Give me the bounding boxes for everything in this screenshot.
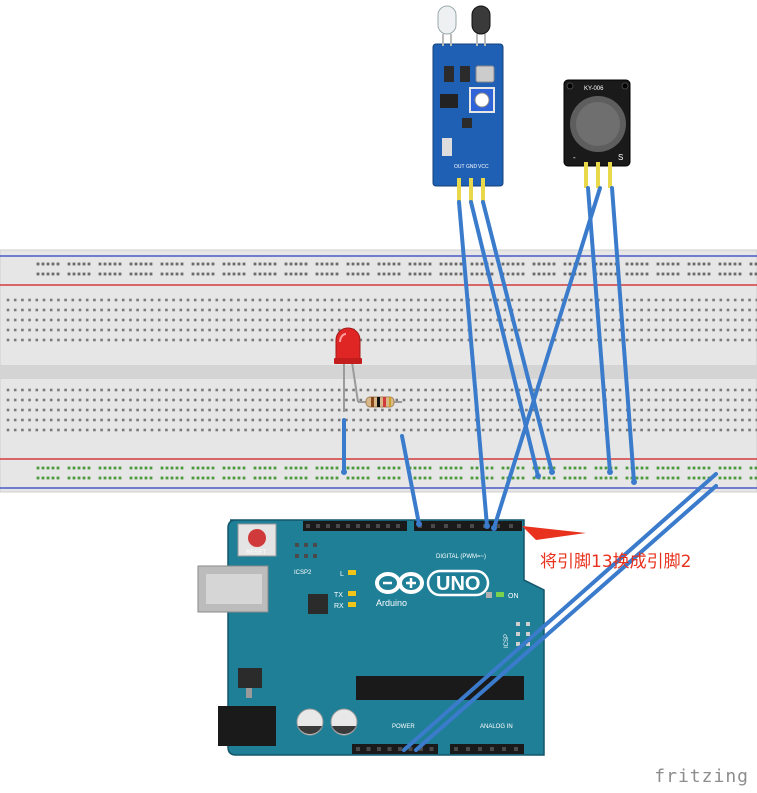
power-header <box>352 744 438 754</box>
digital-label: DIGITAL (PWM=~) <box>436 554 486 560</box>
power-label: POWER <box>392 724 415 730</box>
led-component <box>334 327 362 412</box>
digital-header-left <box>303 521 407 531</box>
ir-receiver-icon <box>471 5 491 35</box>
icsp-header <box>516 622 530 646</box>
buzzer-module: KY-006 - S <box>563 79 631 188</box>
arduino-logo-icon <box>375 572 424 594</box>
annotation-text: 将引脚13换成引脚2 <box>540 552 692 572</box>
icsp2-label: ICSP2 <box>294 570 312 576</box>
wire-ir-gnd <box>469 200 540 478</box>
icsp2-header <box>295 543 317 558</box>
wire-ir-vcc <box>481 200 554 474</box>
analog-header <box>450 744 524 754</box>
led-rx-label: RX <box>334 603 344 610</box>
analog-label: ANALOG IN <box>480 724 513 730</box>
center-channel <box>0 365 757 379</box>
wire-ends <box>341 469 637 531</box>
buzzer-model-text: KY-006 <box>584 86 604 92</box>
buzzer-pin-label-minus: - <box>573 153 576 162</box>
ir-pin-label-vcc: VCC <box>478 164 489 170</box>
breadboard <box>0 249 757 493</box>
wire-rail-gnd-arduino <box>402 472 718 752</box>
wire-resistor-pin13 <box>400 434 421 526</box>
ir-pin-vcc <box>481 178 485 202</box>
ir-emitter-icon <box>437 5 457 35</box>
arduino-uno-board: RESET ICSP2 DIGITAL (PWM=~) L TX RX UNO … <box>197 519 545 756</box>
wire-buzzer-signal <box>492 186 602 530</box>
buzzer-pin-2 <box>596 162 600 188</box>
ir-pin-gnd <box>469 178 473 202</box>
ir-sensor-module: OUT GND VCC <box>432 5 504 202</box>
wire-ir-out <box>457 200 489 528</box>
reset-button <box>248 529 266 547</box>
led-icon <box>335 327 361 363</box>
arduino-brand-text: Arduino <box>376 598 407 608</box>
led-l-label: L <box>340 571 344 578</box>
wire-buzzer-gnd <box>586 186 612 474</box>
on-label: ON <box>508 593 519 600</box>
buzzer-pin-label-s: S <box>618 153 623 162</box>
ir-pin-label-gnd: GND <box>466 164 478 170</box>
buzzer-pin-1 <box>584 162 588 188</box>
wire-rail-5v-arduino <box>414 484 718 752</box>
arduino-model-text: UNO <box>436 573 480 595</box>
wire-buzzer-vcc <box>610 186 636 484</box>
digital-header-right <box>414 521 522 531</box>
annotation-arrow-icon <box>522 526 586 540</box>
buzzer-pin-3 <box>608 162 612 188</box>
reset-label: RESET <box>246 550 266 556</box>
fritzing-watermark: fritzing <box>654 766 749 787</box>
wires <box>342 186 718 752</box>
resistor-component <box>358 396 402 408</box>
icsp-label: ICSP <box>504 634 510 648</box>
led-tx-label: TX <box>334 592 343 599</box>
ir-pin-label-out: OUT <box>454 164 465 170</box>
ir-pin-out <box>457 178 461 202</box>
power-jack <box>218 706 276 746</box>
